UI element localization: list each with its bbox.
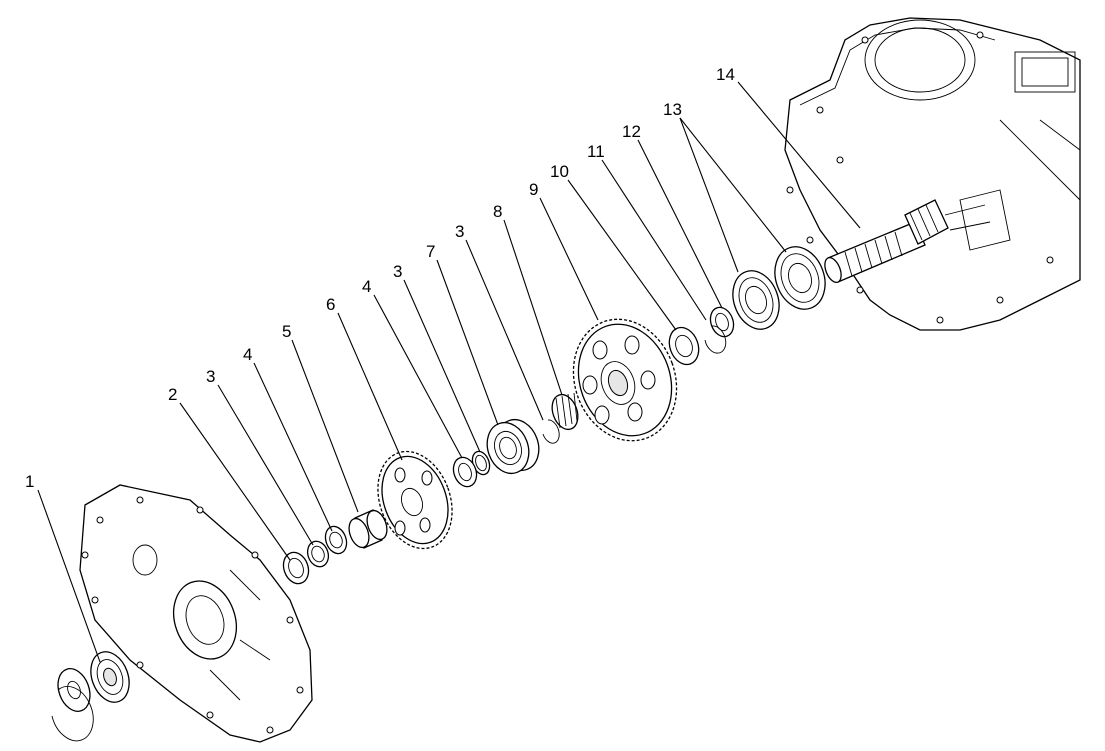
bearing-1 <box>90 651 130 703</box>
bearing-7 <box>486 418 540 475</box>
callout-13: 13 <box>663 100 682 119</box>
callout-labels: 1 2 3 4 5 6 4 3 7 3 8 9 10 11 12 13 14 <box>25 65 735 491</box>
callout-5: 5 <box>282 322 291 341</box>
cover-housing <box>79 484 313 743</box>
snap-ring-11 <box>704 325 727 354</box>
callout-14: 14 <box>716 65 735 84</box>
snap-ring-outer <box>51 686 94 742</box>
washer-4-a <box>324 525 348 555</box>
leader-lines <box>37 81 861 663</box>
callout-8: 8 <box>493 202 502 221</box>
callout-10: 10 <box>550 162 569 181</box>
callout-12: 12 <box>622 122 641 141</box>
callout-9: 9 <box>529 180 538 199</box>
ring-3-a <box>306 540 330 568</box>
callout-3: 3 <box>455 222 464 241</box>
callout-11: 11 <box>587 142 605 161</box>
callout-4: 4 <box>243 345 252 364</box>
spacer-12 <box>709 306 735 338</box>
callout-7: 7 <box>426 242 435 261</box>
transmission-housing <box>784 17 1081 331</box>
callout-4: 4 <box>362 277 371 296</box>
gear-6 <box>377 450 453 550</box>
washer-10 <box>668 326 700 366</box>
spacer-disc <box>57 668 91 712</box>
needle-bearing-8 <box>551 392 579 431</box>
bearing-13-rear <box>774 246 826 310</box>
large-gear-9 <box>572 318 678 442</box>
bearing-13-front <box>732 270 780 330</box>
callout-2: 2 <box>168 385 177 404</box>
output-shaft <box>824 199 949 283</box>
washer-2 <box>282 551 310 585</box>
callout-1: 1 <box>25 472 34 491</box>
callout-3: 3 <box>393 262 402 281</box>
callout-6: 6 <box>326 295 335 314</box>
ring-3-c <box>542 419 560 444</box>
callout-3: 3 <box>206 367 215 386</box>
washer-4-b <box>452 456 478 488</box>
bushing-5 <box>348 509 388 549</box>
